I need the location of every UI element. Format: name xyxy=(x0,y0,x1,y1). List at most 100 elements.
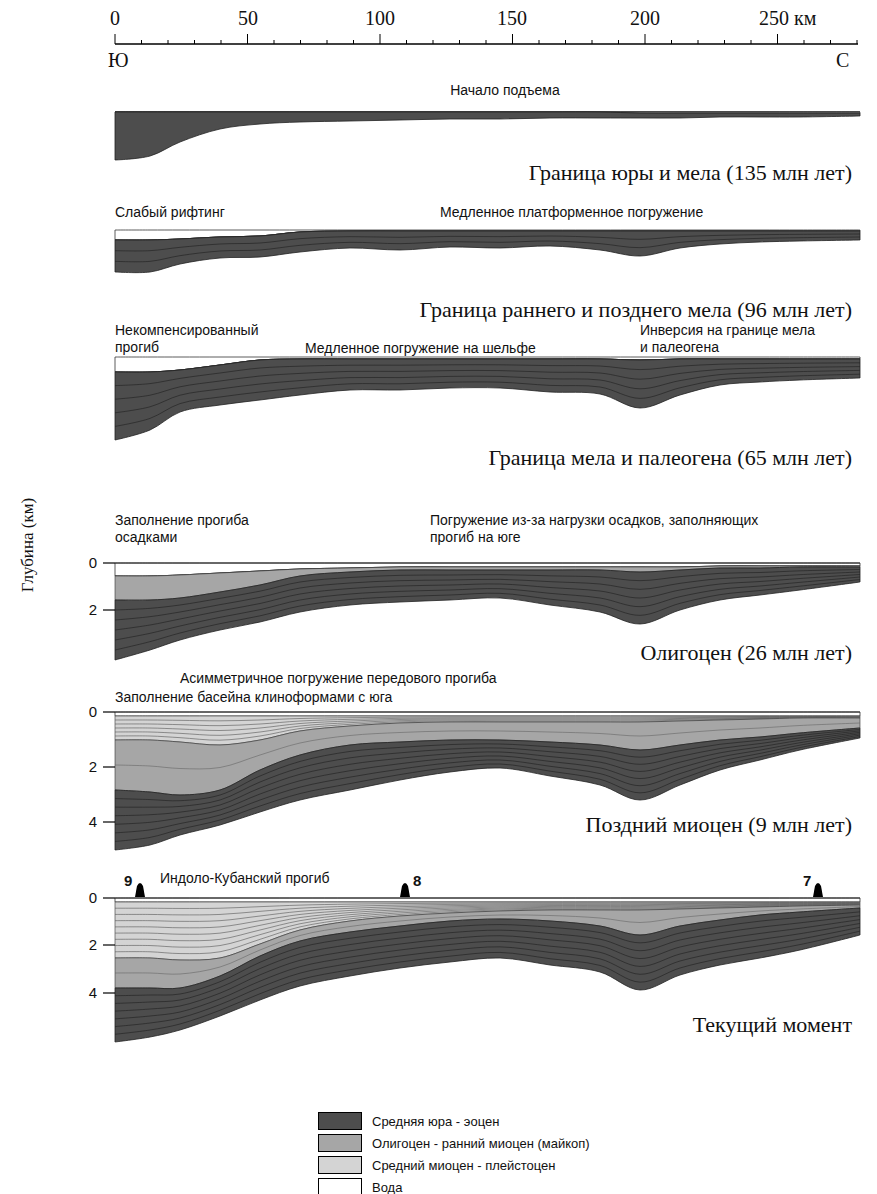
stage-title: Граница мела и палеогена (65 млн лет) xyxy=(488,445,852,471)
scale-number: 0 xyxy=(110,6,120,30)
depth-number: 0 xyxy=(89,554,97,572)
legend-text: Вода xyxy=(372,1180,402,1194)
well-symbol xyxy=(400,883,410,897)
scale-tick xyxy=(645,34,646,44)
scale-number: Ю xyxy=(108,48,129,72)
scale-tick xyxy=(141,40,142,44)
strata-line xyxy=(115,570,860,611)
process-note: Индоло-Кубанский прогиб xyxy=(160,870,330,887)
strata-line xyxy=(115,923,860,1018)
stage-title: Поздний миоцен (9 млн лет) xyxy=(586,812,852,838)
scale-number: 150 xyxy=(497,6,527,30)
strata-line xyxy=(115,904,860,947)
scale-tick xyxy=(406,40,407,44)
jurassic-eocene-layer xyxy=(115,359,860,440)
scale-tick xyxy=(830,40,831,44)
sea-level-line xyxy=(115,898,860,899)
water-layer xyxy=(115,712,860,716)
well-number: 9 xyxy=(124,872,132,890)
strata-line xyxy=(115,575,860,631)
scale-tick xyxy=(618,40,619,44)
scale-tick xyxy=(698,40,699,44)
section-panel xyxy=(115,712,860,850)
well-symbol xyxy=(813,883,823,897)
jurassic-eocene-layer xyxy=(115,908,860,1042)
strata-line xyxy=(115,237,860,262)
depth-number: 4 xyxy=(89,984,97,1002)
scale-tick xyxy=(512,34,513,44)
scale-tick xyxy=(804,40,805,44)
scale-tick xyxy=(115,34,116,44)
strata-line xyxy=(115,737,860,842)
scale-tick xyxy=(671,40,672,44)
scale-tick xyxy=(592,40,593,44)
section-panel xyxy=(115,898,860,1042)
process-note: Медленное платформенное погружение xyxy=(440,204,703,221)
strata-line xyxy=(115,580,860,651)
depth-tick xyxy=(103,821,115,822)
scale-tick xyxy=(777,34,778,44)
scale-tick xyxy=(327,40,328,44)
depth-tick xyxy=(103,609,115,610)
depth-number: 4 xyxy=(89,813,97,831)
legend-row: Средняя юра - эоцен xyxy=(318,1112,500,1130)
scale-number: 50 xyxy=(238,6,258,30)
strata-line xyxy=(115,572,860,620)
strata-line xyxy=(115,920,860,1012)
depth-number: 2 xyxy=(89,601,97,619)
sea-level-line xyxy=(115,563,860,564)
stage-title: Граница юры и мела (135 млн лет) xyxy=(529,160,852,186)
scale-tick xyxy=(751,40,752,44)
strata-line xyxy=(115,907,860,975)
strata-line xyxy=(115,732,860,815)
strata-line xyxy=(115,577,860,640)
depth-number: 2 xyxy=(89,758,97,776)
legend-row: Средний миоцен - плейстоцен xyxy=(318,1156,556,1174)
depth-tick xyxy=(103,944,115,945)
depth-tick xyxy=(103,711,115,712)
depth-tick xyxy=(103,766,115,767)
scale-number: 250 км xyxy=(759,6,816,30)
strata-line xyxy=(115,717,860,735)
scale-tick xyxy=(459,40,460,44)
legend-text: Средний миоцен - плейстоцен xyxy=(372,1158,556,1173)
depth-tick xyxy=(103,992,115,993)
legend-row: Олигоцен - ранний миоцен (майкоп) xyxy=(318,1134,590,1152)
scale-number: 200 xyxy=(630,6,660,30)
axis-title: Глубина (км) xyxy=(18,498,38,592)
scale-tick xyxy=(300,40,301,44)
jurassic-eocene-layer xyxy=(115,728,860,850)
scale-tick xyxy=(565,40,566,44)
well-number: 7 xyxy=(803,872,811,890)
scale-tick xyxy=(380,34,381,44)
process-note: Асимметричное погружение передового прог… xyxy=(180,670,497,687)
water-layer xyxy=(115,898,860,902)
section-panel xyxy=(115,112,860,160)
legend-swatch xyxy=(318,1134,362,1152)
sea-level-line xyxy=(115,712,860,713)
legend-swatch xyxy=(318,1178,362,1194)
well-number: 8 xyxy=(413,872,421,890)
strata-line xyxy=(115,927,860,1026)
stage-title: Текущий момент xyxy=(693,1012,852,1038)
strata-line xyxy=(115,723,860,769)
well-symbol xyxy=(135,883,145,897)
process-note: Погружение из-за нагрузки осадков, запол… xyxy=(430,512,790,546)
stage-title: Граница раннего и позднего мела (96 млн … xyxy=(420,297,852,323)
legend-row: Вода xyxy=(318,1178,402,1194)
scale-tick xyxy=(247,34,248,44)
scale-number: С xyxy=(836,48,849,72)
scale-number: 100 xyxy=(365,6,395,30)
strata-line xyxy=(115,367,860,400)
strata-line xyxy=(115,731,860,807)
strata-line xyxy=(115,734,860,825)
strata-line xyxy=(115,370,860,412)
jurassic-eocene-layer xyxy=(115,231,860,273)
stage-title: Олигоцен (26 млн лет) xyxy=(640,640,852,666)
scale-tick xyxy=(274,40,275,44)
legend-swatch xyxy=(318,1112,362,1130)
legend-swatch xyxy=(318,1156,362,1174)
scale-tick xyxy=(539,40,540,44)
scale-tick xyxy=(433,40,434,44)
